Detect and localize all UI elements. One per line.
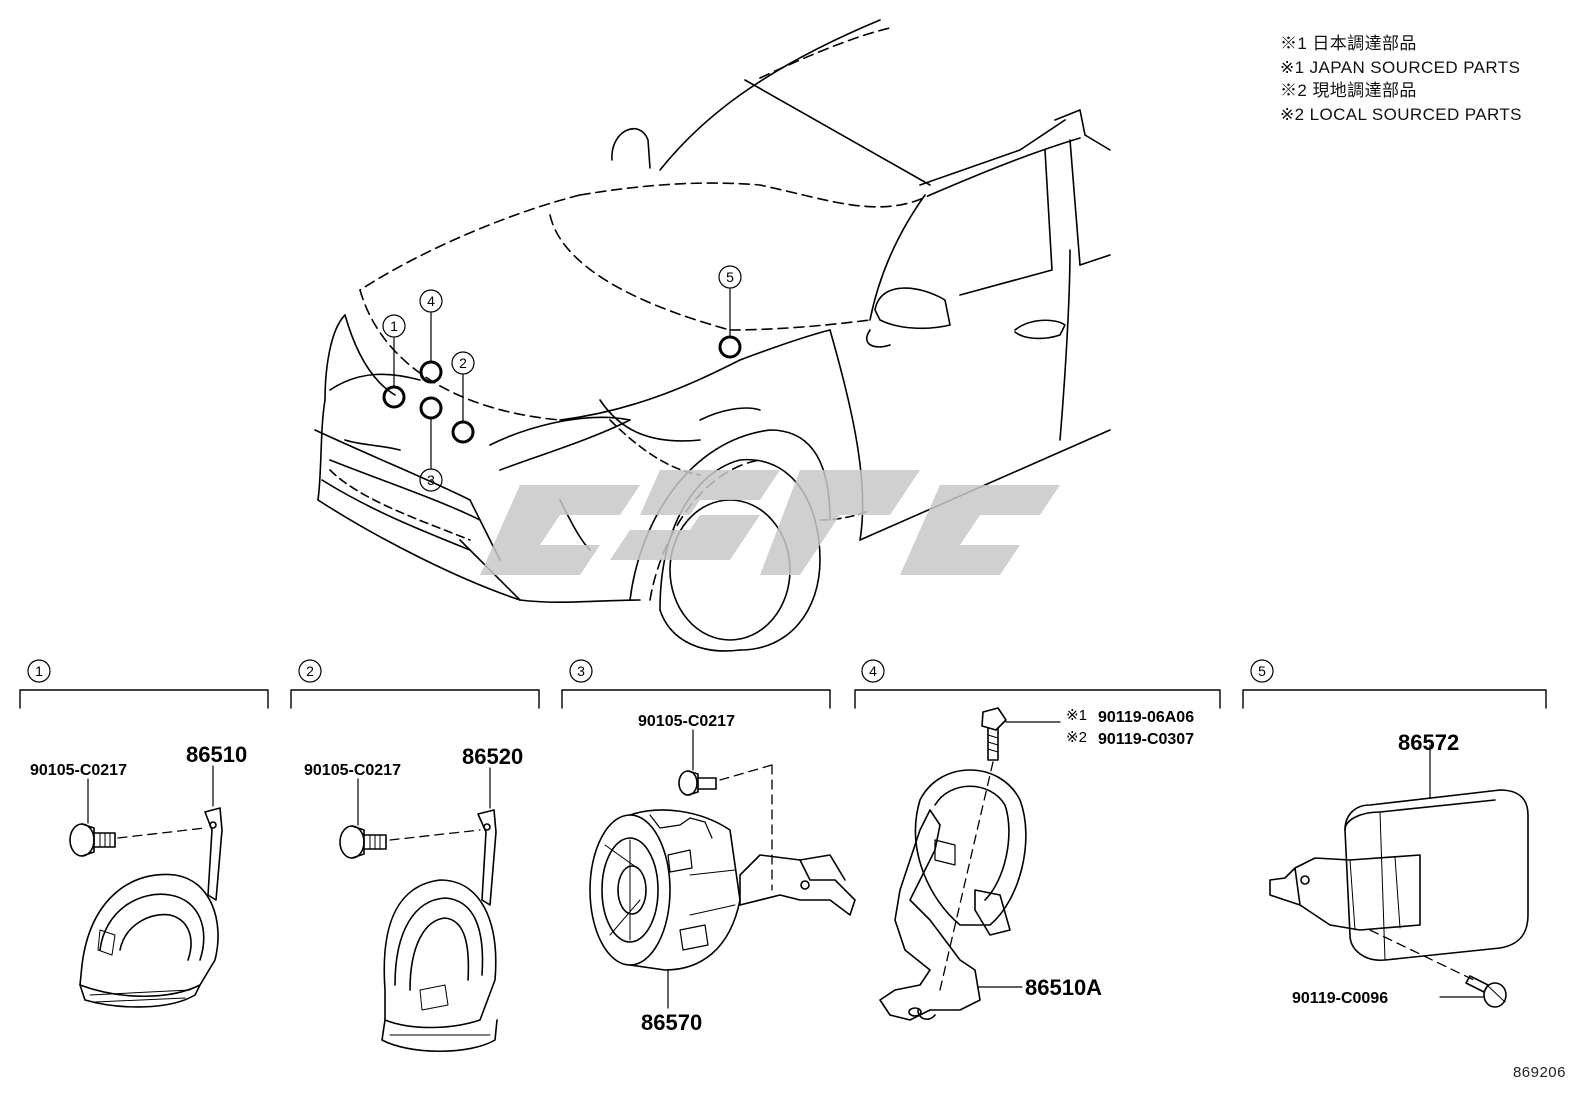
module-86572-illustration bbox=[1269, 744, 1529, 1008]
section-headers: 1 2 3 4 5 bbox=[19, 659, 1547, 709]
part-number-90105-c0217-s1: 90105-C0217 bbox=[30, 762, 127, 779]
watermark-logo bbox=[480, 470, 1060, 575]
locator-dot-4 bbox=[419, 360, 443, 384]
part-number-90119-06a06: 90119-06A06 bbox=[1098, 709, 1194, 726]
part-number-90105-c0217-s2: 90105-C0217 bbox=[304, 762, 401, 779]
section-number-4: 4 bbox=[869, 663, 877, 679]
locator-dot-3 bbox=[419, 396, 443, 420]
part-number-90105-c0217-s3: 90105-C0217 bbox=[638, 713, 735, 730]
locator-label-3: 3 bbox=[427, 472, 435, 488]
locator-label-1: 1 bbox=[390, 318, 398, 334]
locator-markers: 1 4 2 3 5 bbox=[382, 265, 742, 492]
bolt-icon bbox=[339, 825, 387, 859]
section-number-5: 5 bbox=[1258, 663, 1266, 679]
part-number-86510a: 86510A bbox=[1025, 975, 1102, 1000]
part-number-86520: 86520 bbox=[462, 744, 523, 769]
bolt-icon bbox=[1465, 975, 1507, 1008]
section-bracket-2 bbox=[290, 689, 540, 709]
part-number-86572: 86572 bbox=[1398, 730, 1459, 755]
locator-dot-1 bbox=[382, 385, 406, 409]
section-number-2: 2 bbox=[306, 663, 314, 679]
section-bracket-5 bbox=[1242, 689, 1547, 709]
horn-86510-illustration bbox=[69, 765, 223, 1008]
horn-86510a-illustration bbox=[879, 707, 1061, 1021]
part-mark-local: ※2 bbox=[1066, 729, 1087, 746]
section-bracket-4 bbox=[854, 689, 1221, 709]
legend-line-japan-en: ※1 JAPAN SOURCED PARTS bbox=[1280, 57, 1521, 77]
part-number-86570: 86570 bbox=[641, 1010, 702, 1035]
locator-label-2: 2 bbox=[459, 355, 467, 371]
bolt-icon bbox=[69, 823, 116, 857]
section-bracket-1 bbox=[19, 689, 269, 709]
bolt-icon bbox=[678, 770, 717, 796]
part-number-86510: 86510 bbox=[186, 742, 247, 767]
part-number-90119-c0307: 90119-C0307 bbox=[1098, 731, 1194, 748]
part-number-90119-c0096: 90119-C0096 bbox=[1292, 990, 1388, 1007]
locator-dot-5 bbox=[718, 335, 742, 359]
section-number-1: 1 bbox=[35, 663, 43, 679]
legend-line-local-en: ※2 LOCAL SOURCED PARTS bbox=[1280, 104, 1522, 124]
sounder-86570-illustration bbox=[589, 729, 856, 1009]
diagram-code: 869206 bbox=[1512, 1064, 1566, 1081]
horn-86520-illustration bbox=[339, 767, 498, 1052]
section-bracket-3 bbox=[561, 689, 831, 709]
locator-label-5: 5 bbox=[726, 269, 734, 285]
legend-line-local-jp: ※2 現地調達部品 bbox=[1280, 81, 1417, 100]
legend-line-japan-jp: ※1 日本調達部品 bbox=[1280, 34, 1417, 53]
section-number-3: 3 bbox=[577, 663, 585, 679]
bolt-icon bbox=[981, 707, 1007, 761]
locator-dot-2 bbox=[451, 420, 475, 444]
sourcing-legend: ※1 日本調達部品 ※1 JAPAN SOURCED PARTS ※2 現地調達… bbox=[1280, 32, 1522, 126]
part-mark-japan: ※1 bbox=[1066, 707, 1087, 724]
locator-label-4: 4 bbox=[427, 293, 435, 309]
